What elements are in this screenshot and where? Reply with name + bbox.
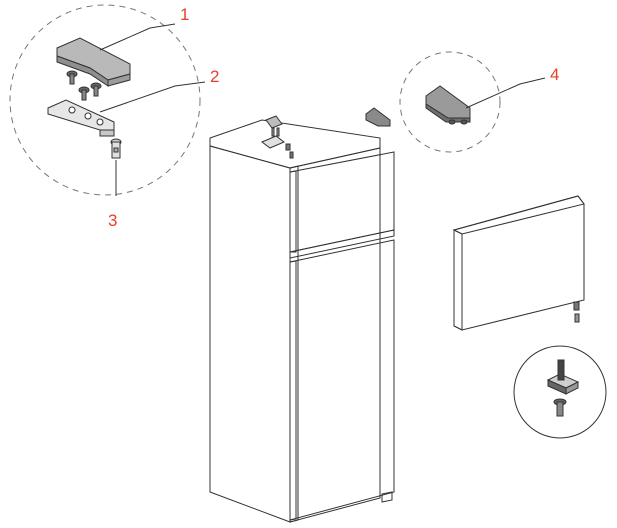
bottom-hinge-screw xyxy=(553,398,567,417)
freezer-door xyxy=(289,151,395,253)
callout-2: 2 xyxy=(210,67,219,86)
cabinet-left-side xyxy=(209,145,291,523)
detached-door-front xyxy=(453,195,585,331)
hinge-screws xyxy=(66,70,102,101)
top-hinge-detail xyxy=(9,4,201,196)
callout-4: 4 xyxy=(550,65,559,84)
screw-center xyxy=(78,86,90,101)
bottom-hinge-bracket xyxy=(546,359,580,395)
leader-line-4 xyxy=(465,77,546,109)
fridge-door xyxy=(289,239,395,521)
cabinet-top xyxy=(209,119,381,169)
callout-3: 3 xyxy=(108,211,117,230)
hinge-cover-part xyxy=(56,37,131,87)
screw-left xyxy=(66,70,78,85)
cover-detail-circle xyxy=(399,51,501,153)
top-hinge-on-cabinet xyxy=(261,115,294,159)
callout-1: 1 xyxy=(180,5,189,24)
cabinet-foot xyxy=(381,491,393,503)
leader-lines xyxy=(99,23,546,196)
replacement-hinge-cover-part xyxy=(425,85,471,125)
leader-line-1 xyxy=(99,23,176,51)
screw-right xyxy=(90,82,102,97)
bottom-hinge-detail-circle xyxy=(513,345,607,439)
leader-line-2 xyxy=(99,81,206,113)
cabinet-front xyxy=(289,147,381,523)
hinge-pin-part xyxy=(110,138,122,159)
bottom-hinge-detail xyxy=(513,345,607,439)
door-hinge-pin xyxy=(573,301,580,323)
hinge-plate-part xyxy=(47,99,115,137)
cover-detail xyxy=(399,51,501,153)
top-hinge-detail-circle xyxy=(9,4,201,196)
refrigerator-cabinet xyxy=(209,107,395,523)
removed-cover-on-cabinet xyxy=(365,107,391,127)
detached-door xyxy=(452,195,585,331)
